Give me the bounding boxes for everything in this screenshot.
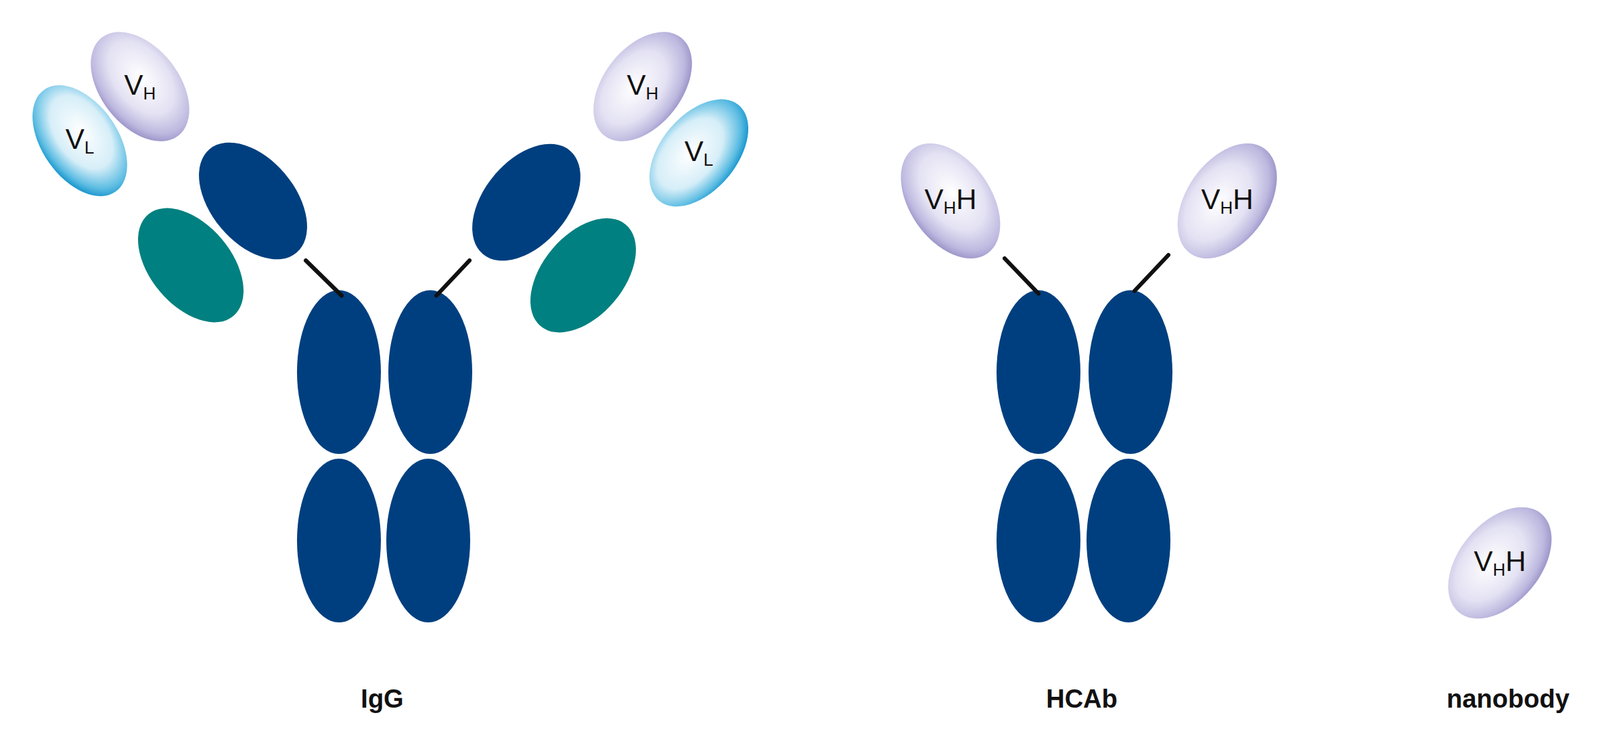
domain-label: VH bbox=[627, 71, 659, 103]
domain-shape bbox=[629, 81, 768, 226]
domain-label: VHH bbox=[1200, 185, 1253, 217]
domain-shape bbox=[1156, 125, 1297, 277]
heavy-variable-domain: VHH bbox=[1156, 129, 1299, 272]
domain-label: VHH bbox=[924, 185, 977, 217]
fc-domain bbox=[1088, 290, 1173, 454]
fc-domain bbox=[1086, 458, 1171, 623]
heavy-variable-domain: VHH bbox=[1428, 491, 1571, 634]
fc-domain bbox=[386, 458, 471, 623]
heavy-constant-domain bbox=[177, 122, 329, 281]
hinge-line bbox=[1004, 258, 1039, 294]
domain-label: VHH bbox=[1473, 547, 1526, 579]
domain-shape bbox=[880, 125, 1021, 277]
domain-label: VL bbox=[684, 137, 714, 169]
domain-shape bbox=[12, 68, 147, 214]
format-label: IgG bbox=[360, 684, 404, 714]
domain-shape bbox=[71, 13, 210, 160]
fc-domain bbox=[996, 290, 1081, 454]
domain-shape bbox=[1427, 487, 1573, 639]
domain-label: VH bbox=[124, 71, 157, 103]
fc-domain bbox=[296, 458, 381, 623]
hinge-line bbox=[436, 260, 470, 296]
fc-domain bbox=[296, 290, 381, 454]
fc-domain bbox=[996, 458, 1081, 623]
fc-domain bbox=[388, 290, 473, 454]
constant-domains bbox=[117, 122, 1173, 623]
format-label: HCAb bbox=[1045, 684, 1118, 714]
light-variable-domain: VL bbox=[10, 71, 149, 210]
heavy-constant-domain bbox=[450, 123, 603, 282]
domain-label: VL bbox=[65, 125, 95, 157]
hinge-lines bbox=[305, 255, 1169, 296]
hinge-line bbox=[305, 260, 342, 296]
heavy-variable-domain: VHH bbox=[879, 129, 1022, 272]
format-label: nanobody bbox=[1446, 684, 1570, 714]
hinge-line bbox=[1134, 255, 1169, 291]
light-variable-domain: VL bbox=[629, 83, 768, 222]
